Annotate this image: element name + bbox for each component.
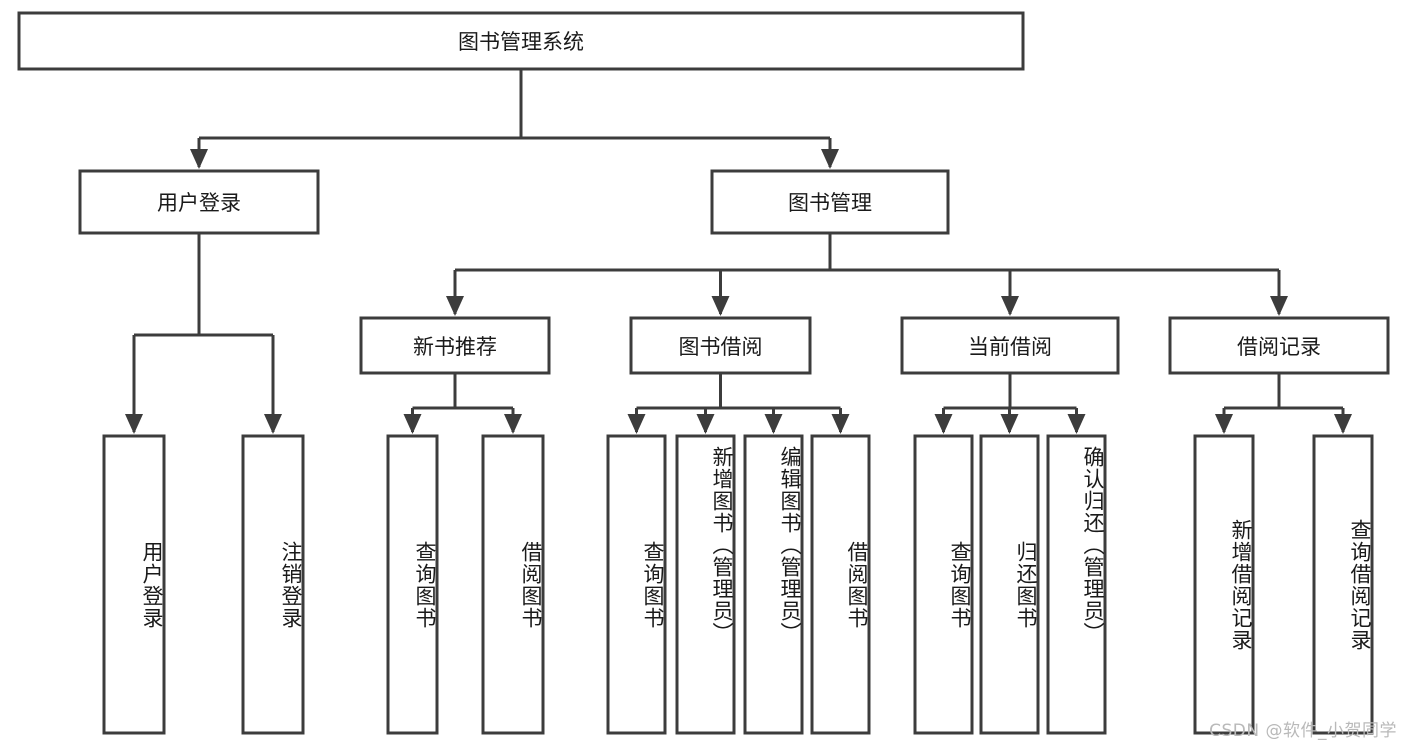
node-leaf-4[interactable] (606, 434, 667, 735)
arrowhead-leaf-12 (1334, 414, 1352, 434)
node-leaf-11[interactable] (1193, 434, 1255, 735)
arrowhead-leaf-0 (125, 414, 143, 434)
watermark: CSDN @软件_小贺同学 (1209, 721, 1397, 741)
node-leaf-1[interactable] (241, 434, 305, 735)
node-level3-3[interactable] (1168, 316, 1390, 375)
node-leaf-5[interactable] (675, 434, 736, 735)
arrowhead-level3-0 (446, 296, 464, 316)
node-leaf-10[interactable] (1046, 434, 1107, 735)
node-leaf-0[interactable] (102, 434, 166, 735)
node-root[interactable] (17, 11, 1025, 71)
node-leaf-8[interactable] (913, 434, 974, 735)
node-leaf-12[interactable] (1312, 434, 1374, 735)
node-level3-0[interactable] (359, 316, 551, 375)
node-level3-2[interactable] (900, 316, 1120, 375)
connector-layer (125, 69, 1352, 434)
node-leaf-6[interactable] (743, 434, 804, 735)
arrowhead-leaf-4 (627, 414, 646, 434)
arrowhead-leaf-2 (403, 414, 422, 434)
node-leaf-3[interactable] (481, 434, 545, 735)
arrowhead-leaf-10 (1067, 414, 1086, 434)
arrowhead-leaf-11 (1215, 414, 1233, 434)
arrowhead-level2-1 (821, 149, 839, 169)
node-leaf-7[interactable] (810, 434, 871, 735)
node-level2-0[interactable] (78, 169, 320, 235)
arrowhead-leaf-8 (934, 414, 953, 434)
arrowhead-level3-3 (1270, 296, 1288, 316)
node-leaf-2[interactable] (386, 434, 439, 735)
arrowhead-leaf-7 (831, 414, 850, 434)
arrowhead-level3-1 (711, 296, 730, 316)
arrowhead-level2-0 (190, 149, 208, 169)
arrowhead-leaf-9 (1000, 414, 1019, 434)
arrowhead-leaf-3 (504, 414, 522, 434)
arrowhead-leaf-6 (764, 414, 783, 434)
node-layer (17, 11, 1390, 735)
node-level2-1[interactable] (710, 169, 950, 235)
node-level3-1[interactable] (629, 316, 812, 375)
arrowhead-leaf-1 (264, 414, 282, 434)
arrowhead-leaf-5 (696, 414, 715, 434)
node-leaf-9[interactable] (979, 434, 1040, 735)
arrowhead-level3-2 (1001, 296, 1019, 316)
